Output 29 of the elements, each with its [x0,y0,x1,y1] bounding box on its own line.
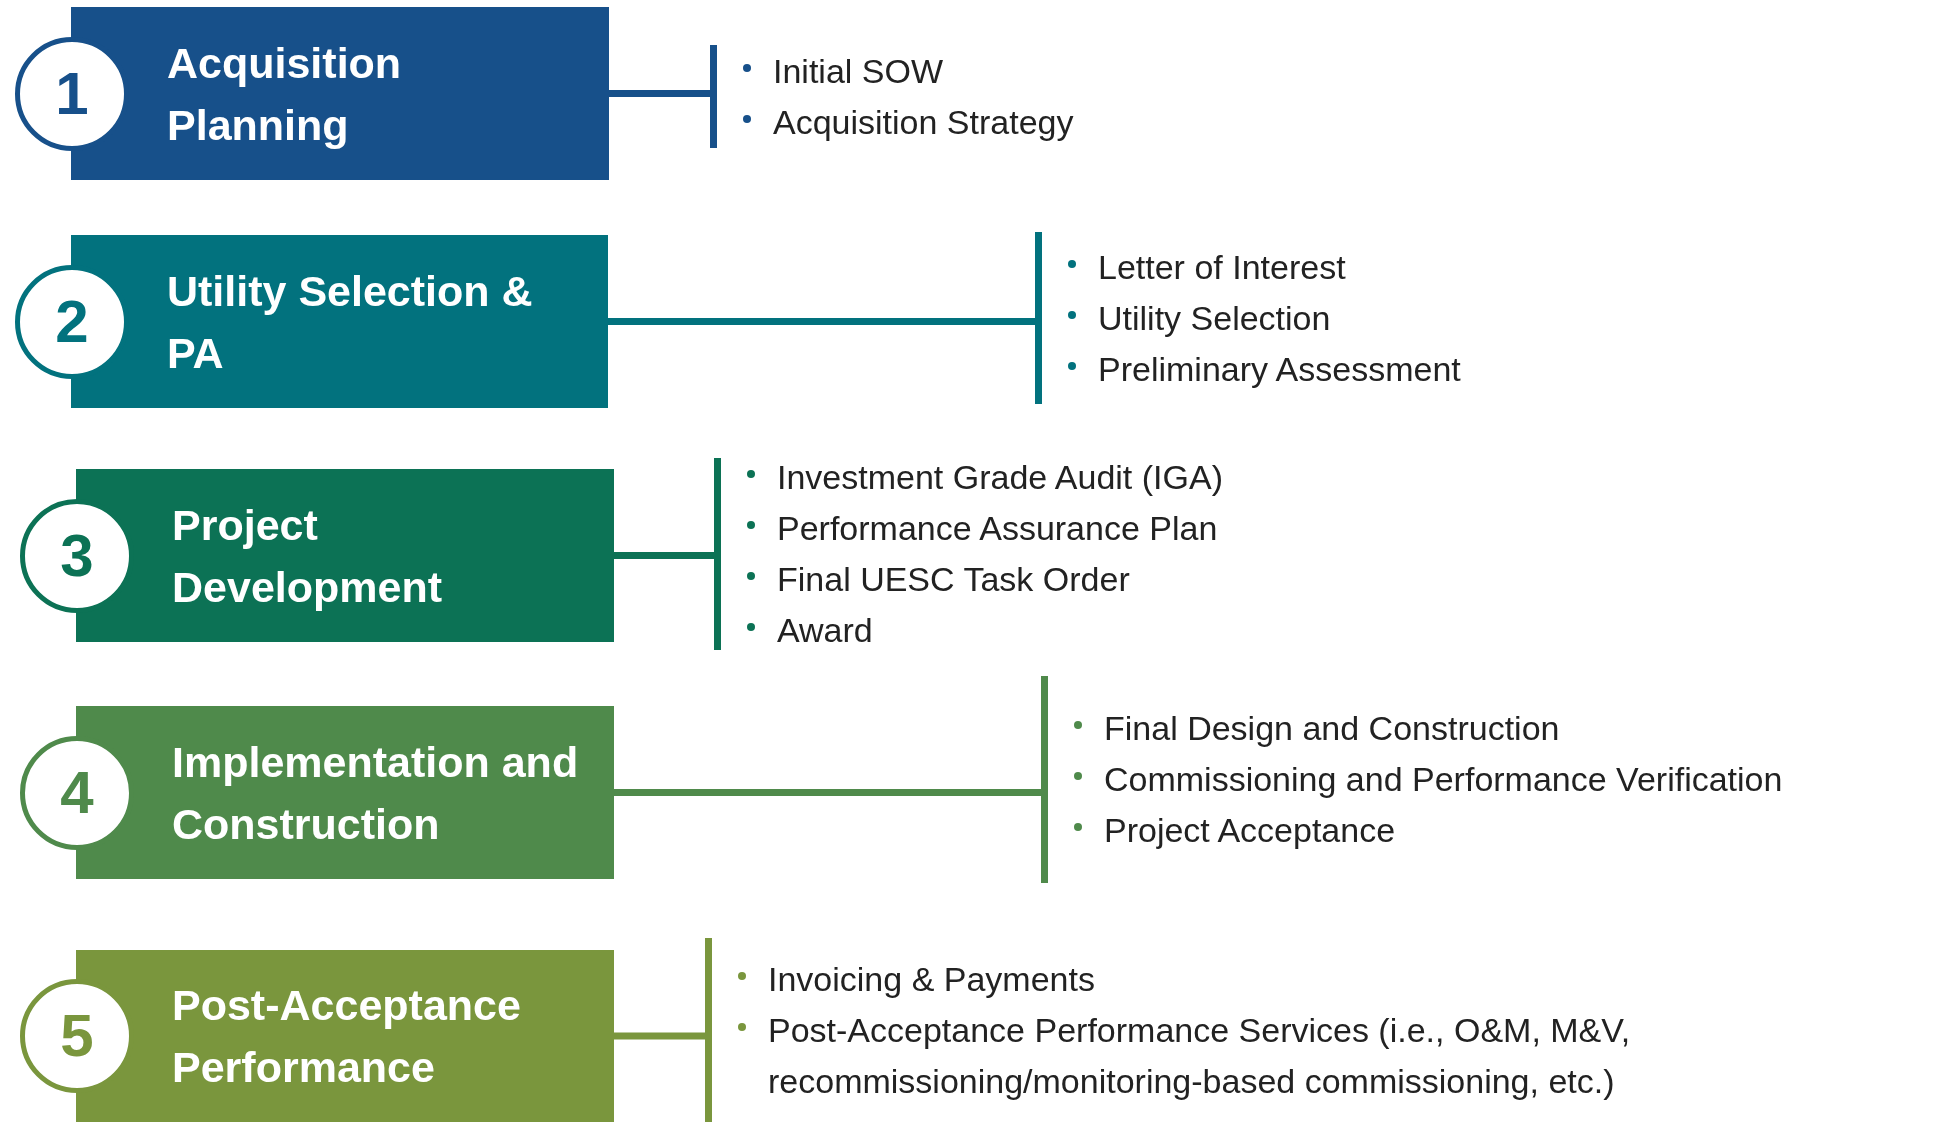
list-item: Initial SOW [773,50,944,92]
step-number: 3 [60,525,94,586]
list-item: Acquisition Strategy [773,101,1074,143]
connector-line [614,552,717,559]
step-number: 4 [60,762,94,823]
list-item: Invoicing & Payments [768,958,1095,1000]
list-item: Post-Acceptance Performance Services (i.e., O&M, M&V, recommissioning/monitoring-based commissioning, etc.) [768,1009,1632,1102]
list-item: Commissioning and Performance Verification [1104,759,1783,800]
list-item: Project Acceptance [1104,810,1396,851]
list-item: Final UESC Task Order [777,559,1130,600]
stage-title: Acquisition Planning [167,37,403,151]
connector-line [609,90,713,97]
list-item: Final Design and Construction [1104,708,1560,749]
stage-title: Post-Acceptance Performance [172,980,522,1093]
step-number: 5 [60,1006,94,1066]
connector-line [614,1032,708,1040]
step-number: 2 [55,291,89,352]
list-item: Letter of Interest [1098,246,1346,288]
stage-title: Implementation and Construction [172,736,580,850]
list-item: Investment Grade Audit (IGA) [777,457,1223,498]
stage-title: Utility Selection & PA [167,265,534,379]
list-item: Preliminary Assessment [1098,348,1461,390]
list-item: Performance Assurance Plan [777,508,1218,549]
connector-line [608,318,1038,325]
list-item: Utility Selection [1098,297,1331,339]
list-item: Award [777,610,873,651]
connector-line [614,789,1044,796]
stage-title: Project Development [172,499,443,613]
step-number: 1 [55,63,89,124]
